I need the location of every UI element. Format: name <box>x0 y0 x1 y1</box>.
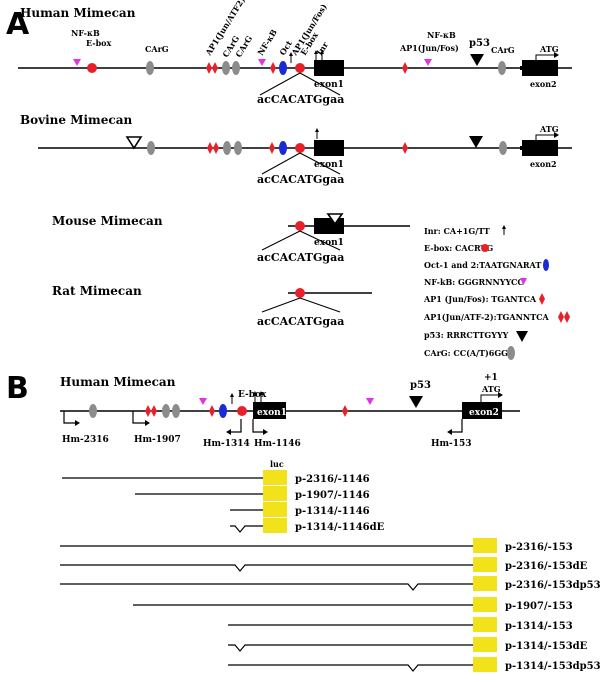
primer-hm-1907: Hm-1907 <box>134 435 181 445</box>
luc-box <box>473 597 497 612</box>
luc-box <box>473 657 497 672</box>
legend-p53: p53: RRRCTTGYYY <box>424 330 509 340</box>
construct-label: p-2316/-153dp53 <box>505 580 600 591</box>
human-nfkb-label-3: NF-κB <box>427 30 456 40</box>
bovine-seq: acCACATGgaa <box>257 173 344 186</box>
panel-b-exon2-label: exon2 <box>469 408 499 418</box>
human-nfkb-label-2: NF-κB <box>255 27 279 57</box>
panel-b-ebox-label: E-box <box>238 390 267 400</box>
human-seq: acCACATGgaa <box>257 93 344 106</box>
legend-ap1-atf2: AP1(Jun/ATF-2):TGANNTCA <box>423 312 550 322</box>
human-title: Human Mimecan <box>20 6 136 20</box>
legend-ebox: E-box: CACRTG <box>424 243 493 253</box>
legend-oct: Oct-1 and 2:TAATGNARAT <box>424 260 541 270</box>
primer-hm-153: Hm-153 <box>431 439 472 449</box>
human-atg-label: ATG <box>539 44 559 54</box>
luc-box <box>473 576 497 591</box>
construct-label: p-1314/-1146dE <box>295 522 385 533</box>
human-exon1-box <box>314 60 344 76</box>
luc-label: luc <box>270 459 284 469</box>
legend-ap1-fos: AP1 (Jun/Fos): TGANTCA <box>423 294 537 304</box>
mouse-title: Mouse Mimecan <box>52 214 163 228</box>
construct-label: p-1314/-153dE <box>505 641 588 652</box>
mouse-exon1-label: exon1 <box>314 238 344 248</box>
legend: Inr: CA+1G/TT E-box: CACRTG Oct-1 and 2:… <box>423 225 570 360</box>
panel-b-p53-label: p53 <box>410 380 431 391</box>
construct-line <box>60 564 473 572</box>
bovine-exon1-label: exon1 <box>314 160 344 170</box>
construct-line <box>230 525 263 533</box>
construct-line <box>228 644 473 652</box>
panel-b-exon1-box <box>253 402 286 419</box>
rat-title: Rat Mimecan <box>52 284 142 298</box>
construct-label: p-1907/-153 <box>505 601 573 612</box>
luc-box <box>473 617 497 632</box>
human-oct-site <box>279 61 287 75</box>
luc-box <box>263 486 287 501</box>
construct-label: p-2316/-1146 <box>295 474 370 485</box>
rat-seq: acCACATGgaa <box>257 315 344 328</box>
bovine-title: Bovine Mimecan <box>20 113 132 127</box>
human-ebox-site-1 <box>87 63 97 73</box>
panel-b-exon2-box <box>462 402 502 419</box>
human-exon1-label: exon1 <box>314 80 344 90</box>
construct-label: p-2316/-153dE <box>505 561 588 572</box>
legend-carg: CArG: CC(A/T)6GG <box>424 348 508 358</box>
construct-label: p-2316/-153 <box>505 542 573 553</box>
legend-nfkb: NF-kB: GGGRNNYYCC <box>424 277 524 287</box>
human-nfkb-site-1 <box>73 59 81 66</box>
primer-hm-1314: Hm-1314 <box>203 439 250 449</box>
human-ebox-label-1: E-box <box>86 38 111 48</box>
construct-label: p-1314/-153 <box>505 621 573 632</box>
bovine-atg-label: ATG <box>539 124 559 134</box>
panel-a-label: A <box>6 7 30 42</box>
panel-b-exon1-label: exon1 <box>257 408 287 418</box>
panel-b-label: B <box>6 371 29 406</box>
construct-label: p-1907/-1146 <box>295 490 370 501</box>
luc-box <box>263 502 287 517</box>
luc-box <box>263 518 287 533</box>
human-carg-label-1: CArG <box>145 44 169 54</box>
panel-b-atg: ATG <box>481 384 501 394</box>
construct-line <box>60 583 473 591</box>
primer-hm-2316: Hm-2316 <box>62 435 109 445</box>
construct-list: p-2316/-1146 p-1907/-1146 p-1314/-1146 p-13… <box>60 470 600 672</box>
human-p53-label: p53 <box>469 38 490 49</box>
luc-box <box>473 557 497 572</box>
panel-b-title: Human Mimecan <box>60 375 176 389</box>
construct-line <box>228 664 473 672</box>
human-exon2-label: exon2 <box>530 79 557 89</box>
legend-inr: Inr: CA+1G/TT <box>424 226 490 236</box>
human-carg-label-4: CArG <box>491 45 515 55</box>
construct-label: p-1314/-1146 <box>295 506 370 517</box>
primer-hm-1146: Hm-1146 <box>254 439 301 449</box>
mouse-seq: acCACATGgaa <box>257 251 344 264</box>
construct-label: p-1314/-153dp53 <box>505 661 600 672</box>
human-nfkb-label-1: NF-κB <box>71 28 100 38</box>
human-ap1-fos-label-2: AP1(Jun/Fos) <box>399 43 459 53</box>
human-ebox-site-2 <box>295 63 305 73</box>
human-p53-site <box>470 54 484 66</box>
panel-b-plus1: +1 <box>484 373 498 383</box>
luc-box <box>263 470 287 485</box>
luc-box <box>473 538 497 553</box>
bovine-exon2-label: exon2 <box>530 159 557 169</box>
luc-box <box>473 637 497 652</box>
